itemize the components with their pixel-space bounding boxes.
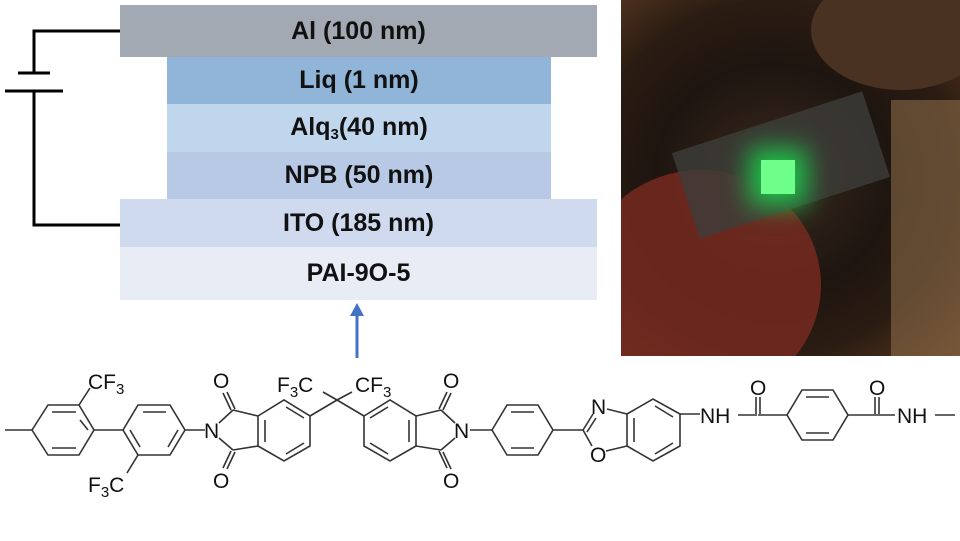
device-photo <box>621 0 960 356</box>
f3c-label: F3C <box>277 374 313 401</box>
o-label: O <box>213 470 229 493</box>
o-label: O <box>869 377 885 400</box>
green-emission <box>761 160 795 194</box>
circuit-wires <box>5 29 120 227</box>
o-label: O <box>443 470 459 493</box>
cf3-label: CF3 <box>355 374 391 401</box>
background-wall <box>891 100 960 356</box>
layer-ito: ITO (185 nm) <box>120 199 597 247</box>
chemical-structure: CF3 F3C F3C CF3 N O O N O O N O NH O O N… <box>5 370 955 501</box>
finger-shape <box>811 0 960 90</box>
layer-npb: NPB (50 nm) <box>167 152 551 199</box>
alq3-label: Alq3(40 nm) <box>290 113 428 143</box>
o-label: O <box>750 377 766 400</box>
o-label: O <box>590 444 606 467</box>
n-label: N <box>204 420 219 443</box>
nh-label: NH <box>700 405 730 428</box>
up-arrow <box>350 303 364 358</box>
f3c-label: F3C <box>88 474 124 501</box>
layer-alq3: Alq3(40 nm) <box>167 104 551 152</box>
layer-al: Al (100 nm) <box>120 5 597 57</box>
o-label: O <box>213 370 229 393</box>
n-label: N <box>454 420 469 443</box>
o-label: O <box>443 370 459 393</box>
nh-label: NH <box>897 405 927 428</box>
cf3-label: CF3 <box>88 371 124 398</box>
n-label: N <box>591 396 606 419</box>
layer-liq: Liq (1 nm) <box>167 57 551 104</box>
layer-substrate: PAI-9O-5 <box>120 247 597 300</box>
